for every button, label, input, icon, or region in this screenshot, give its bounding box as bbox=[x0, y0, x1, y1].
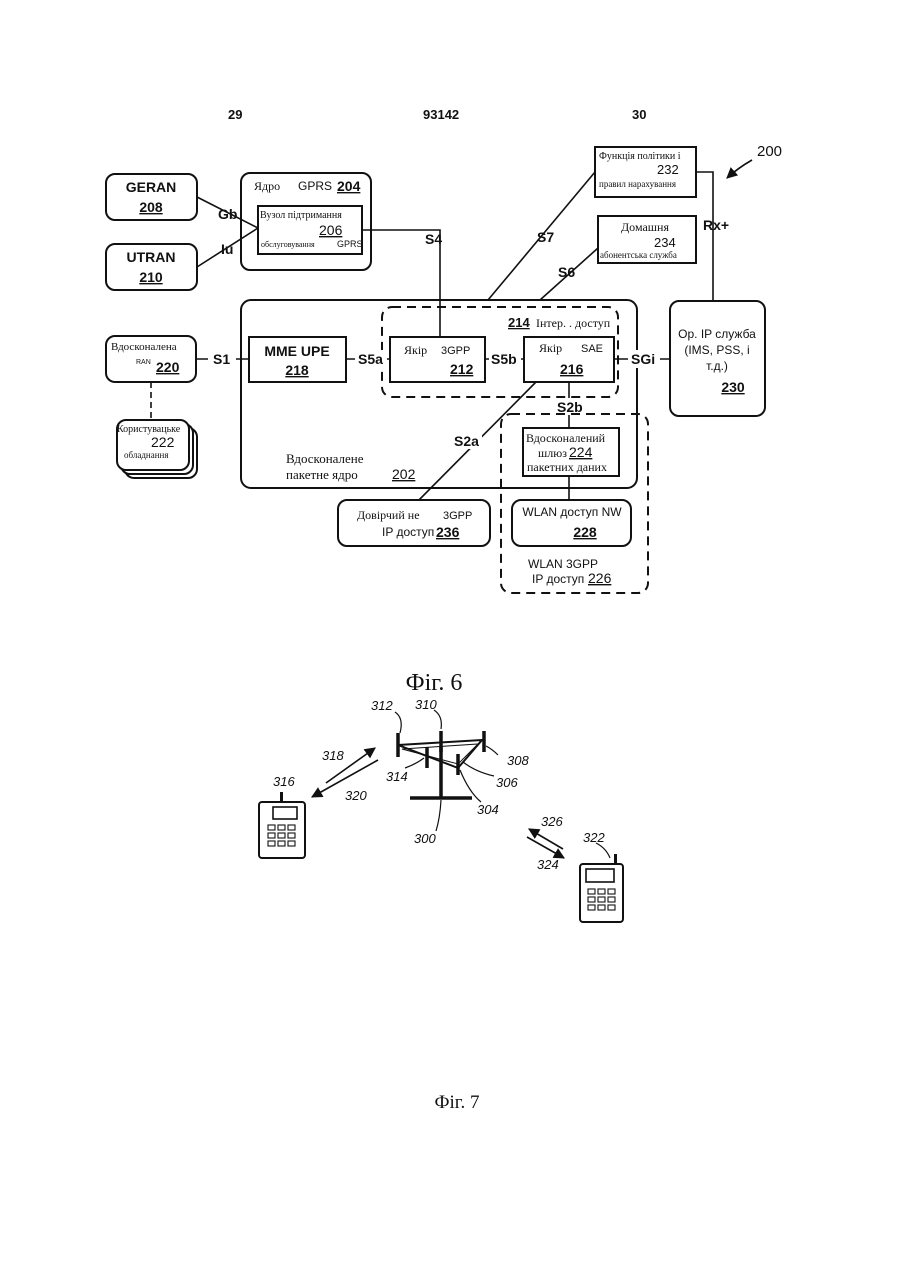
utran-ref: 210 bbox=[139, 269, 163, 285]
epc-ref: 202 bbox=[392, 466, 416, 482]
ref-300: 300 bbox=[414, 831, 436, 846]
iface-s5b: S5b bbox=[491, 351, 517, 367]
iface-s5a: S5a bbox=[358, 351, 383, 367]
fig7-caption: Фіг. 7 bbox=[435, 1092, 480, 1113]
leader-300 bbox=[436, 800, 441, 831]
eran-line1: Вдосконалена bbox=[111, 341, 177, 353]
hss-line2: абонентська служба bbox=[600, 250, 677, 260]
rx-link bbox=[696, 172, 713, 301]
iface-s1: S1 bbox=[213, 351, 230, 367]
epc-label-1: Вдосконалене bbox=[286, 451, 364, 466]
fig6-caption: Фіг. 6 bbox=[406, 670, 463, 696]
wlan-area-line1: WLAN 3GPP bbox=[528, 557, 598, 571]
iface-sgi: SGi bbox=[631, 351, 655, 367]
iface-s2b: S2b bbox=[557, 399, 583, 415]
mobile-device-322 bbox=[580, 854, 623, 922]
pcrf-ref: 232 bbox=[657, 162, 679, 177]
ipservice-line1: Ор. IP служба bbox=[678, 327, 756, 341]
inter-access-label: Інтер. . доступ bbox=[536, 316, 611, 330]
ipservice-line3: т.д.) bbox=[706, 359, 728, 373]
ref-318: 318 bbox=[322, 748, 344, 763]
ref-322: 322 bbox=[583, 830, 605, 845]
downlink-arrow-324 bbox=[529, 829, 563, 849]
ue-ref: 222 bbox=[151, 434, 175, 450]
leader-312 bbox=[395, 712, 401, 733]
eran-line2: RAN bbox=[136, 359, 151, 366]
epdg-line2: шлюз bbox=[538, 446, 567, 460]
iface-gb: Gb bbox=[218, 206, 237, 222]
geran-label: GERAN bbox=[126, 179, 177, 195]
sgsn-line2: обслуговування bbox=[261, 240, 315, 249]
sgsn-line3: GPRS bbox=[337, 239, 363, 249]
mme-upe-label: MME UPE bbox=[264, 343, 329, 359]
wlan-area-ref: 226 bbox=[588, 570, 612, 586]
gprs-core-ref: 204 bbox=[337, 178, 361, 194]
anchor-3gpp-ref: 212 bbox=[450, 361, 474, 377]
anchor-3gpp-label1: Якір bbox=[404, 343, 427, 357]
leader-314 bbox=[405, 758, 424, 768]
anchor-3gpp-label2: 3GPP bbox=[441, 345, 470, 357]
sgsn-ref: 206 bbox=[319, 222, 343, 238]
leader-322 bbox=[596, 843, 610, 858]
ref-312: 312 bbox=[371, 698, 393, 713]
ref-326: 326 bbox=[541, 814, 563, 829]
figure-ref-200: 200 bbox=[757, 143, 782, 160]
ref-324: 324 bbox=[537, 857, 559, 872]
eran-ref: 220 bbox=[156, 359, 180, 375]
wlan-nw-ref: 228 bbox=[573, 524, 597, 540]
ref-310: 310 bbox=[415, 697, 437, 712]
epdg-line1: Вдосконалений bbox=[526, 431, 606, 445]
anchor-sae-label2: SAE bbox=[581, 343, 603, 355]
wlan-area-line2: IP доступ bbox=[532, 572, 584, 586]
iface-s4: S4 bbox=[425, 231, 442, 247]
trusted-line1: Довірчий не bbox=[357, 508, 420, 522]
anchor-sae-label1: Якір bbox=[539, 341, 562, 355]
wlan-nw-label: WLAN доступ NW bbox=[522, 505, 622, 519]
hss-ref: 234 bbox=[654, 235, 676, 250]
ue-line2: обладнання bbox=[124, 450, 169, 460]
trusted-line1b: 3GPP bbox=[443, 510, 472, 522]
ref-306: 306 bbox=[496, 775, 518, 790]
ipservice-ref: 230 bbox=[721, 379, 745, 395]
sgsn-line1: Вузол підтримання bbox=[260, 210, 342, 221]
ref-304: 304 bbox=[477, 802, 499, 817]
ref-308: 308 bbox=[507, 753, 529, 768]
trusted-ref: 236 bbox=[436, 524, 460, 540]
pcrf-line2: правил нарахування bbox=[599, 179, 676, 189]
gprs-core-label: Ядро bbox=[254, 179, 280, 193]
utran-label: UTRAN bbox=[127, 249, 176, 265]
iface-s2a: S2a bbox=[454, 433, 479, 449]
ref-200-arrow bbox=[727, 160, 752, 178]
iface-s7: S7 bbox=[537, 229, 554, 245]
ref-314: 314 bbox=[386, 769, 408, 784]
ref-316: 316 bbox=[273, 774, 295, 789]
epc-label-2: пакетне ядро bbox=[286, 467, 358, 482]
anchor-sae-ref: 216 bbox=[560, 361, 584, 377]
document-number: 93142 bbox=[423, 107, 459, 122]
ipservice-line2: (IMS, PSS, і bbox=[684, 343, 749, 357]
iface-rx: Rx+ bbox=[703, 217, 729, 233]
epdg-ref: 224 bbox=[569, 444, 593, 460]
mobile-device-316 bbox=[259, 792, 305, 858]
geran-ref: 208 bbox=[139, 199, 163, 215]
epdg-line3: пакетних даних bbox=[527, 460, 607, 474]
trusted-line2: IP доступ bbox=[382, 525, 434, 539]
leader-308 bbox=[486, 746, 498, 755]
uplink-arrow-326 bbox=[527, 837, 564, 858]
leader-310 bbox=[434, 710, 441, 729]
ref-320: 320 bbox=[345, 788, 367, 803]
mme-upe-ref: 218 bbox=[285, 362, 309, 378]
iface-iu: Iu bbox=[221, 241, 233, 257]
leader-306 bbox=[463, 762, 494, 776]
pcrf-line1: Функція політики і bbox=[599, 151, 681, 162]
trusted-non-3gpp-box bbox=[338, 500, 490, 546]
page-number-left: 29 bbox=[228, 107, 242, 122]
iface-s6: S6 bbox=[558, 264, 575, 280]
hss-line1: Домашня bbox=[621, 220, 669, 234]
page-number-right: 30 bbox=[632, 107, 646, 122]
inter-access-ref: 214 bbox=[508, 315, 530, 330]
gprs-core-label-2: GPRS bbox=[298, 179, 332, 193]
